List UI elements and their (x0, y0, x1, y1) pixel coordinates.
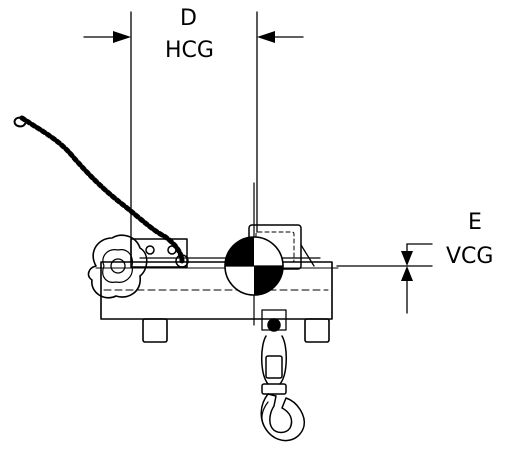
knob-hub (110, 258, 126, 274)
chain-hook-end (13, 116, 27, 128)
clevis-pin (267, 318, 281, 332)
vcg-dimension (336, 243, 433, 314)
swivel-collar (261, 383, 287, 395)
dimension-label-vcg: VCG (446, 244, 494, 269)
foot-right (304, 318, 330, 343)
beam-body (100, 261, 333, 320)
chain (13, 115, 185, 264)
lug-gusset (300, 244, 315, 267)
dimension-label-d: D (180, 6, 197, 31)
hook-latch (261, 401, 269, 427)
hcg-dimension (83, 11, 304, 263)
bracket-plate (130, 238, 188, 268)
hook-assembly (260, 309, 306, 442)
beam-feet (142, 318, 330, 343)
hcg-arrow-right (257, 31, 275, 43)
swivel-link (261, 335, 287, 385)
hand-knob (87, 234, 148, 299)
swivel-body (265, 355, 283, 379)
cg-quadrant-bottom-right (254, 266, 283, 295)
chain-shadow (21, 117, 183, 262)
hcg-arrow-left (113, 31, 131, 43)
foot-left (142, 318, 168, 343)
knob-outline (87, 234, 148, 299)
cg-quadrant-top-left (225, 237, 254, 266)
vcg-arrow-top (401, 251, 413, 266)
bracket-hole-1 (145, 245, 155, 255)
dimension-label-hcg: HCG (165, 38, 214, 63)
knob-inner (102, 249, 133, 283)
clevis-tab (261, 309, 287, 331)
hook-body (260, 393, 306, 442)
cg-symbol (224, 236, 284, 296)
vcg-arrow-bottom (401, 266, 413, 281)
dimension-label-e: E (468, 210, 482, 235)
